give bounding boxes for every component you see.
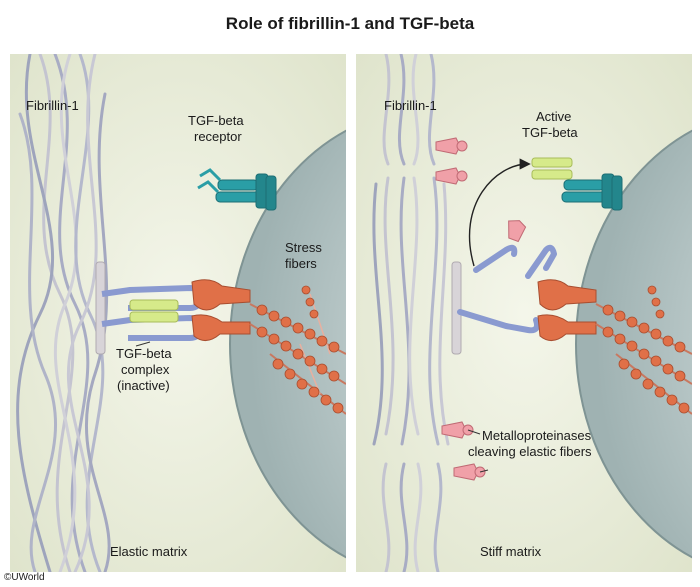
complex-label-line3: (inactive) <box>117 378 170 393</box>
metalloproteinases-label-line2: cleaving elastic fibers <box>468 444 592 459</box>
matrix-anchor <box>451 261 462 355</box>
fibrillin-fibers <box>16 54 111 572</box>
fibrillin-label: Fibrillin-1 <box>384 98 437 113</box>
active-tgf-label-line2: TGF-beta <box>522 125 578 140</box>
released-lap <box>457 244 557 334</box>
fibrillin-fibers-cleaved <box>372 54 450 572</box>
stiff-matrix-label: Stiff matrix <box>480 544 542 559</box>
matrix-anchor <box>95 261 106 355</box>
stress-fibers-label-line2: fibers <box>285 256 317 271</box>
integrin <box>191 279 251 341</box>
stress-fibers <box>249 285 346 415</box>
stiff-matrix-panel: Fibrillin-1 Active TGF-beta Metalloprote… <box>356 54 692 572</box>
fibrillin-label: Fibrillin-1 <box>26 98 79 113</box>
active-tgf-label-line1: Active <box>536 109 572 124</box>
receptor-label-line2: receptor <box>194 129 242 144</box>
tgf-beta-receptor <box>197 168 277 211</box>
complex-label-line2: complex <box>121 362 170 377</box>
elastic-matrix-panel: Fibrillin-1 TGF-beta receptor Stress fib… <box>10 54 346 572</box>
elastic-matrix-illustration <box>10 54 346 572</box>
active-tgf-beta-receptor <box>531 157 623 211</box>
stress-fibers-label-line1: Stress <box>285 240 322 255</box>
complex-label-line1: TGF-beta <box>116 346 172 361</box>
stress-fibers <box>595 285 692 415</box>
elastic-matrix-label: Elastic matrix <box>110 544 188 559</box>
copyright: ©UWorld <box>4 572 45 583</box>
release-arrow <box>468 158 531 267</box>
receptor-label-line1: TGF-beta <box>188 113 244 128</box>
stiff-matrix-illustration <box>356 54 692 572</box>
metalloproteinases <box>435 137 527 481</box>
integrin <box>537 279 597 341</box>
metalloproteinases-label-line1: Metalloproteinases <box>482 428 592 443</box>
figure-title: Role of fibrillin-1 and TGF-beta <box>225 14 475 33</box>
